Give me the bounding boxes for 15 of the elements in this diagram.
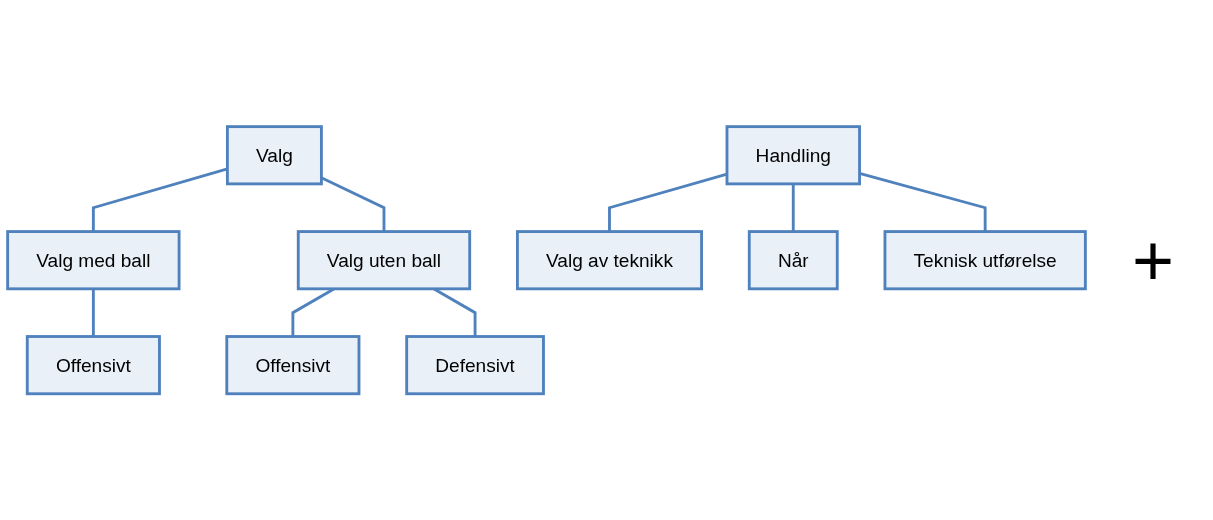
node-box: Defensivt	[405, 334, 545, 395]
node-box: Teknisk utførelse	[883, 229, 1087, 291]
node-box: Valg uten ball	[296, 229, 472, 291]
node-box: Offensivt	[225, 334, 361, 395]
node-box: Valg av teknikk	[515, 229, 703, 291]
connector	[91, 288, 95, 337]
plus-sign: +	[1130, 219, 1175, 301]
node-box: Når	[747, 229, 839, 291]
node-box: Handling	[725, 125, 861, 186]
connector	[791, 183, 795, 232]
node-box: Offensivt	[25, 334, 161, 395]
node-box: Valg	[225, 125, 323, 186]
connector	[859, 171, 987, 232]
connector	[91, 167, 228, 232]
node-box: Valg med ball	[6, 229, 181, 291]
